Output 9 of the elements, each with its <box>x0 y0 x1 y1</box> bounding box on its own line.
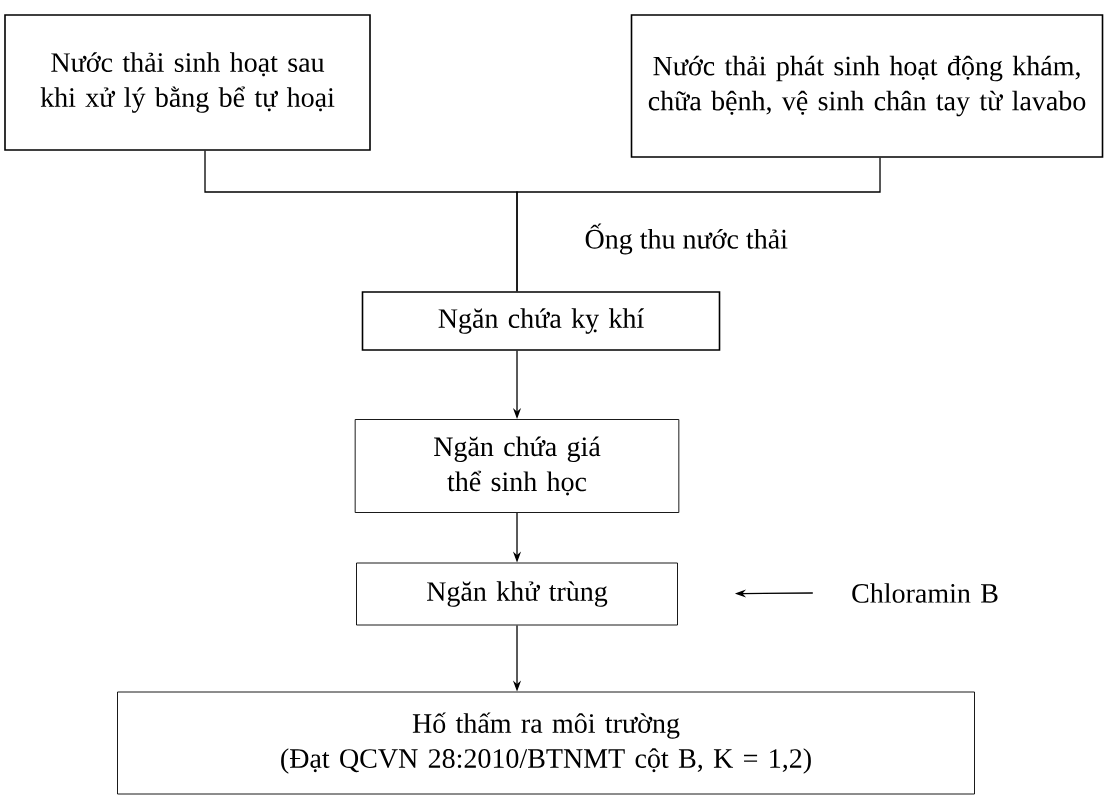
process-box: Ngăn chứa giá thể sinh học <box>354 419 680 513</box>
process-box: Ngăn chứa kỵ khí <box>361 291 721 351</box>
process-box: Hố thấm ra môi trường (Đạt QCVN 28:2010/BTNMT cột B, K = 1,2) <box>117 691 975 795</box>
connector-line <box>516 157 881 292</box>
process-box: Nước thải sinh hoạt sau khi xử lý bằng bể tự hoại <box>4 14 371 151</box>
process-box: Nước thải phát sinh hoạt động khám, chữa bệnh, vệ sinh chân tay từ lavabo <box>630 14 1104 158</box>
process-box: Ngăn khử trùng <box>356 562 678 626</box>
pipe-label: Ống thu nước thải <box>585 223 788 255</box>
chemical-label: Chloramin B <box>852 583 998 603</box>
